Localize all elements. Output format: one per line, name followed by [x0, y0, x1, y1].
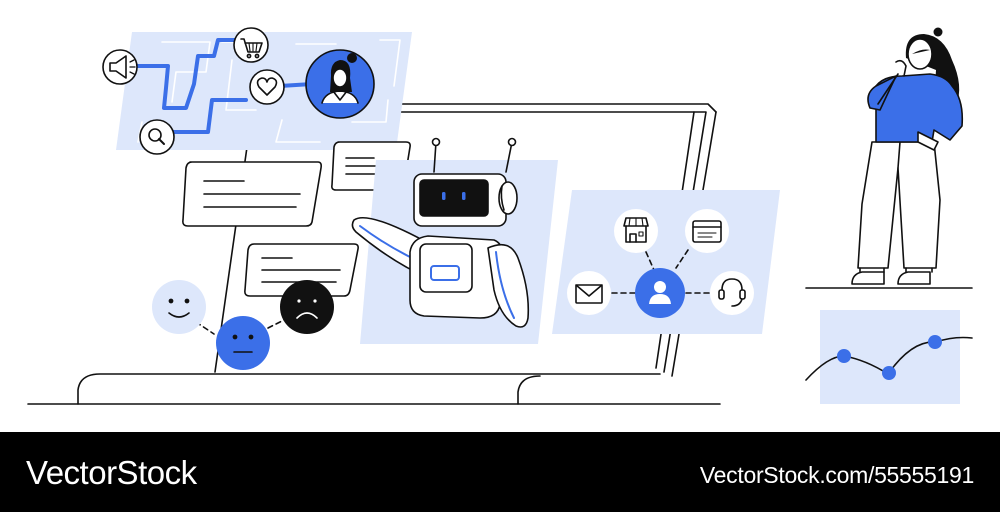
- headset-icon: [710, 271, 754, 315]
- chat-bubble: [244, 243, 359, 297]
- user-icon: [635, 268, 685, 318]
- heart-icon: [249, 69, 285, 105]
- happy-face-icon: [152, 280, 206, 334]
- robot: [351, 137, 558, 344]
- envelope-icon: [567, 271, 611, 315]
- sad-face-icon: [280, 280, 334, 334]
- stock-image-id: VectorStock.com/55555191: [699, 462, 974, 488]
- vectorstock-logo: VectorStock: [26, 454, 197, 491]
- customer-avatar-icon: [305, 49, 375, 119]
- stock-footer-bar: VectorStock VectorStock.com/55555191: [0, 432, 1000, 512]
- browser-window-icon: [685, 209, 729, 253]
- standing-woman: [805, 27, 973, 289]
- ai-chatbot-illustration: [27, 27, 973, 405]
- chat-bubble: [182, 161, 322, 227]
- storefront-icon: [614, 209, 658, 253]
- shopping-cart-icon: [233, 27, 269, 63]
- trend-chart: [805, 310, 973, 404]
- megaphone-icon: [102, 49, 138, 85]
- search-icon: [139, 119, 175, 155]
- neutral-face-icon: [216, 316, 270, 370]
